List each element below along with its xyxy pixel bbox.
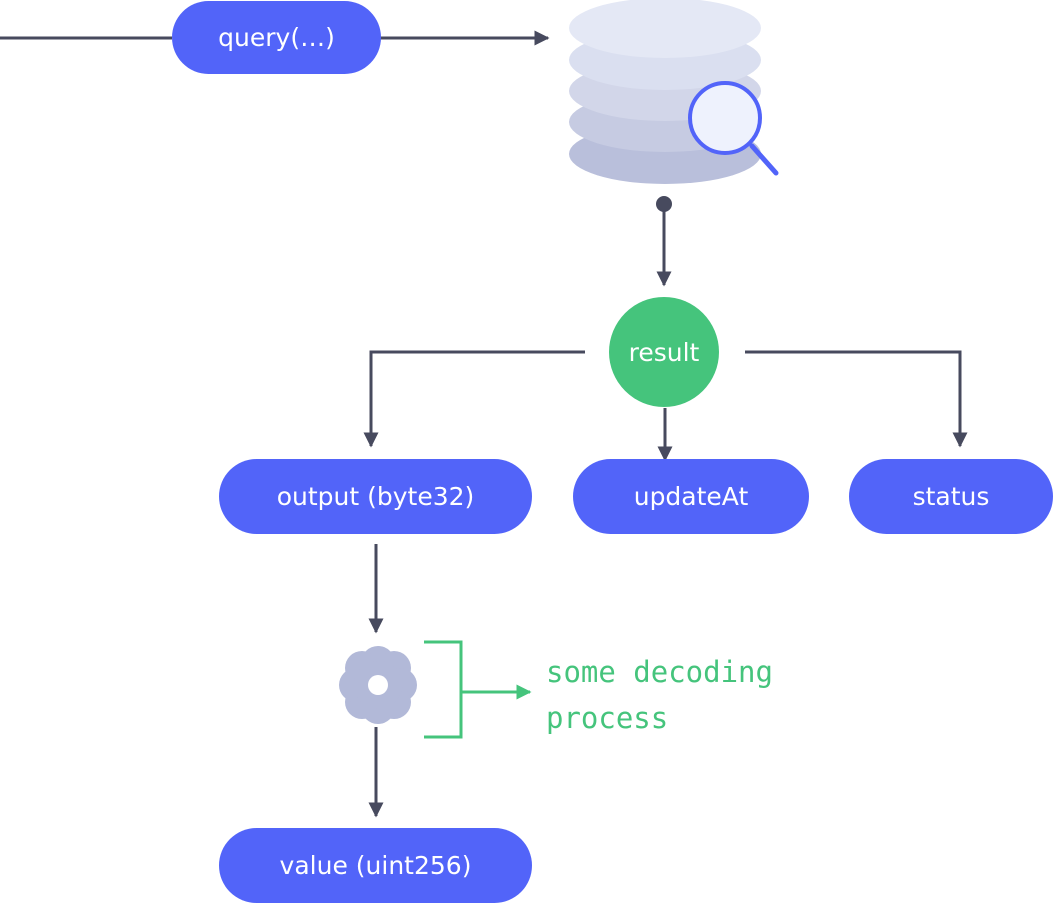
result-to-output-arrow <box>363 350 585 448</box>
result-node: result <box>609 297 719 407</box>
decoding-note: some decoding process <box>546 649 773 741</box>
updateat-node: updateAt <box>573 459 809 534</box>
connector-dot <box>656 196 672 212</box>
query-node: query(…) <box>172 1 381 74</box>
status-node: status <box>849 459 1053 534</box>
decoding-note-line-1: some decoding <box>546 655 773 689</box>
output-node: output (byte32) <box>219 459 532 534</box>
result-to-status-arrow <box>745 350 968 448</box>
decoding-note-line-2: process <box>546 701 669 735</box>
value-node: value (uint256) <box>219 828 532 903</box>
magnifier-icon <box>688 81 779 176</box>
gear-icon <box>339 646 417 724</box>
decoding-bracket <box>424 640 463 739</box>
